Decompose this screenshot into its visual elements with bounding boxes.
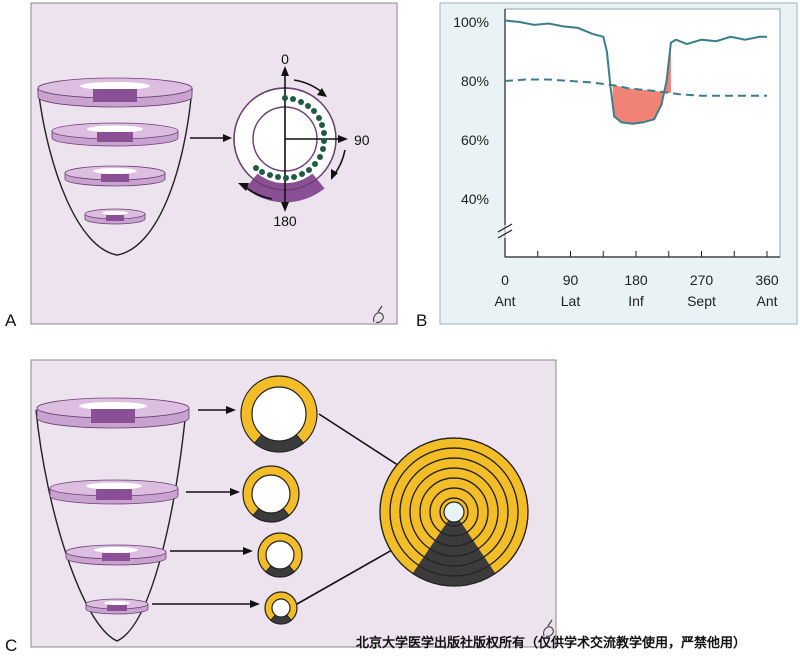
x-tick-label: 360: [755, 272, 779, 288]
panel-a-background: [30, 2, 398, 325]
bullseye-ring: [379, 437, 529, 587]
bullseye-ring: [429, 487, 479, 537]
panel-a-label: A: [5, 311, 17, 330]
angle-label-180: 180: [273, 213, 297, 229]
x-tick-label: 90: [563, 272, 579, 288]
y-tick-label: 80%: [461, 73, 489, 89]
x-tick-name: Sept: [687, 293, 716, 309]
plot-area: [504, 8, 781, 258]
chart-background: [439, 2, 798, 325]
copyright-watermark: 北京大学医学出版社版权所有（仅供学术交流教学使用，严禁他用）: [356, 636, 747, 651]
bullseye-ring: [419, 477, 489, 547]
polar-ring-c4: [264, 591, 298, 625]
bullseye-ring: [439, 497, 469, 527]
axis-break-mark-1: [497, 223, 513, 233]
ventricle-outline: [37, 87, 193, 256]
polar-ring-a: [233, 87, 337, 203]
rotation-arrowheads: [238, 88, 338, 191]
polar-ring-c3: [257, 532, 303, 578]
series-dashed-line: [504, 78, 767, 97]
x-tick-name: Inf: [628, 293, 644, 309]
ventricle-slice-4: [84, 208, 146, 225]
ventricle-slice-c2: [49, 479, 179, 505]
sampling-dots: [253, 95, 327, 181]
bullseye-ring: [409, 467, 499, 557]
ventricle-slice-c3: [65, 544, 167, 566]
bullseye-ring: [389, 447, 519, 577]
series-solid-line: [504, 19, 767, 125]
ventricle-outline-c: [35, 409, 187, 642]
y-tick-label: 40%: [461, 191, 489, 207]
slice-arrows: [152, 406, 260, 608]
ventricle-slice-c4: [85, 598, 149, 615]
polar-ring-c1: [240, 375, 318, 453]
y-tick-label: 100%: [453, 14, 489, 30]
x-tick-name: Lat: [561, 293, 581, 309]
artist-mark-icon: [373, 305, 384, 323]
x-tick-label: 180: [624, 272, 648, 288]
x-tick-name: Ant: [494, 293, 515, 309]
slice-to-ring-arrow: [190, 134, 232, 142]
ventricle-slice-3: [64, 165, 166, 187]
ventricle-slice-2: [51, 122, 179, 147]
angle-label-90: 90: [354, 132, 370, 148]
angle-label-0: 0: [281, 51, 289, 67]
bullseye-ring: [399, 457, 509, 567]
polar-axes: [281, 66, 348, 212]
ventricle-slice-1: [37, 77, 193, 108]
polar-ring-c2: [242, 465, 300, 523]
axis-break-mark-2: [497, 229, 513, 239]
bullseye-plot: [379, 437, 529, 587]
x-tick-name: Ant: [756, 293, 777, 309]
panel-c-label: C: [5, 636, 18, 655]
rotation-arrows: [243, 79, 346, 200]
x-tick-label: 0: [501, 272, 509, 288]
y-tick-label: 60%: [461, 132, 489, 148]
panel-c-background: [30, 359, 557, 648]
ring-to-bullseye-arrows: [296, 413, 450, 605]
y-axis: [497, 9, 513, 257]
defect-region: [612, 42, 671, 124]
x-tick-label: 270: [690, 272, 714, 288]
bullseye-defect: [412, 520, 496, 586]
ventricle-slice-c1: [36, 397, 190, 429]
panel-b-label: B: [416, 311, 428, 330]
bullseye-apex: [443, 501, 465, 523]
